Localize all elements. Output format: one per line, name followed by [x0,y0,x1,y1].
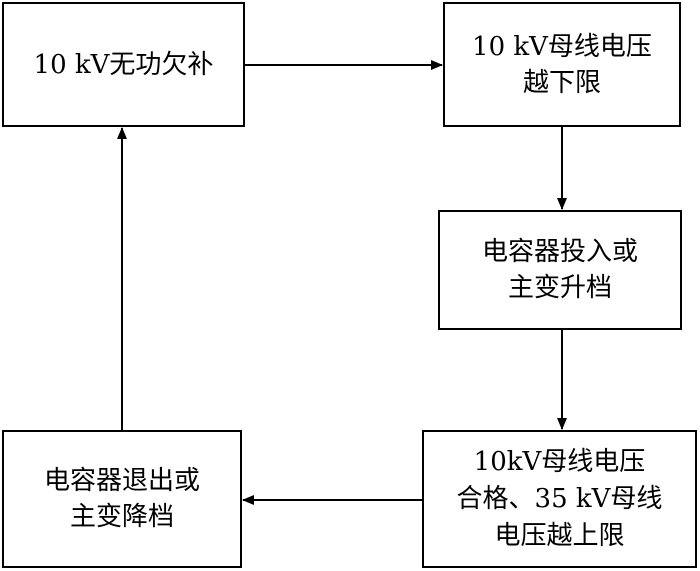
node-reactive-shortage: 10 kV无功欠补 [2,2,245,127]
node-label: 10 kV母线电压 越下限 [472,31,652,98]
node-capacitor-out-or-tap-down: 电容器退出或 主变降档 [2,430,242,568]
node-bus-voltage-low: 10 kV母线电压 越下限 [443,2,681,127]
node-voltage-ok-35kv-high: 10kV母线电压 合格、35 kV母线 电压越上限 [422,430,697,568]
node-capacitor-in-or-tap-up: 电容器投入或 主变升档 [438,210,682,330]
node-label: 10kV母线电压 合格、35 kV母线 电压越上限 [456,446,663,551]
node-label: 电容器退出或 主变降档 [43,466,200,532]
node-label: 电容器投入或 主变升档 [481,237,638,303]
node-label: 10 kV无功欠补 [33,49,214,80]
